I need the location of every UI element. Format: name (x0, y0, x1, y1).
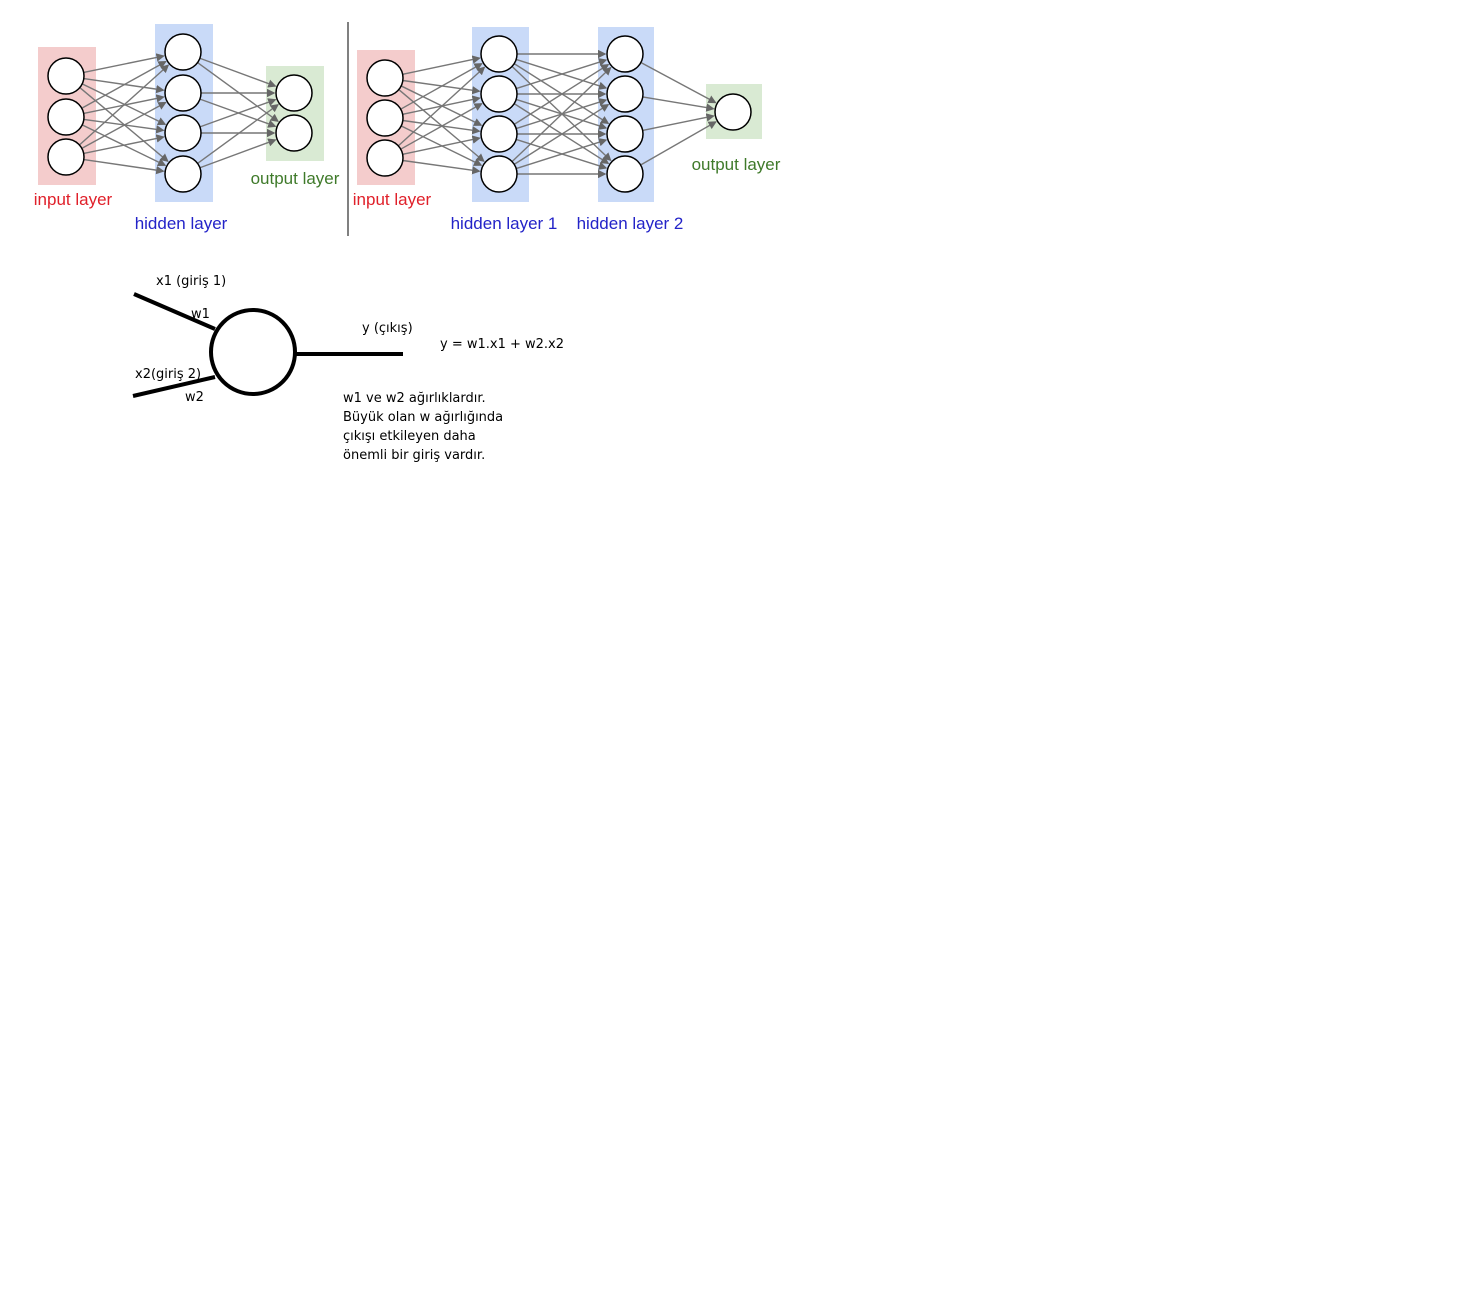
connection-edge (400, 103, 483, 150)
network-two-hidden-layers: input layer hidden layer 1 hidden layer 2 o… (353, 27, 781, 233)
hidden-node (480, 155, 518, 193)
input-node (47, 57, 85, 95)
input-node (47, 138, 85, 176)
input1-label: x1 (giriş 1) (156, 274, 226, 289)
hidden-layer-label: hidden layer (135, 214, 228, 233)
hidden-node (164, 74, 202, 112)
output-node (714, 93, 752, 131)
connection-edge (402, 55, 481, 75)
hidden-node (606, 155, 644, 193)
connection-edge (513, 63, 610, 125)
network-one-hidden-layer: input layer hidden layer output layer (34, 24, 340, 233)
neuron-node (209, 308, 297, 396)
connection-edge (83, 53, 165, 74)
connection-edge (83, 134, 165, 155)
input-layer-label: input layer (353, 190, 432, 209)
connection-edge (640, 61, 717, 104)
input-node (366, 99, 404, 137)
connection-edge (515, 138, 608, 170)
connection-edge (400, 63, 483, 110)
connection-edge (402, 159, 481, 175)
input-node (47, 98, 85, 136)
weight2-label: w2 (185, 390, 204, 405)
connection-edge (511, 66, 612, 163)
input-node (366, 59, 404, 97)
connection-edge (402, 135, 481, 155)
connection-edge (642, 96, 715, 112)
connection-edge (640, 121, 717, 166)
connection-edge (83, 158, 165, 175)
connection-edge (515, 58, 608, 90)
hidden-node (606, 35, 644, 73)
hidden-node (164, 33, 202, 71)
weight1-label: w1 (191, 307, 210, 322)
input-layer-label: input layer (34, 190, 113, 209)
hidden-node (606, 75, 644, 113)
connection-edge (199, 98, 277, 128)
hidden-node (480, 115, 518, 153)
hidden-node (480, 35, 518, 73)
hidden-layer-label: hidden layer 2 (577, 214, 684, 233)
connection-edge (197, 103, 279, 164)
note-line: önemli bir giriş vardır. (343, 448, 485, 463)
input2-line (132, 375, 216, 398)
hidden-node (164, 155, 202, 193)
output-layer-label: output layer (251, 169, 340, 188)
output-label: y (çıkış) (362, 321, 413, 336)
note-line: Büyük olan w ağırlığında (343, 410, 503, 425)
connection-edge (81, 101, 167, 149)
hidden-node (606, 115, 644, 153)
input-node (366, 139, 404, 177)
connection-edge (642, 113, 715, 132)
hidden-node (480, 75, 518, 113)
hidden-layer-label: hidden layer 1 (451, 214, 558, 233)
note-line: çıkışı etkileyen daha (343, 429, 476, 444)
output-node (275, 74, 313, 112)
output-node (275, 114, 313, 152)
input1-line (133, 292, 216, 331)
connection-edge (197, 62, 279, 123)
connection-edge (78, 64, 170, 146)
input2-label: x2(giriş 2) (135, 367, 201, 382)
connection-edge (81, 83, 167, 125)
hidden-node (164, 114, 202, 152)
note-line: w1 ve w2 ağırlıklardır. (343, 391, 486, 406)
formula: y = w1.x1 + w2.x2 (440, 337, 564, 352)
connection-edge (81, 61, 167, 109)
single-neuron-sketch: x1 (giriş 1) w1 x2(giriş 2) w2 y (çıkış)… (132, 274, 564, 463)
connection-edge (397, 66, 486, 147)
connection-edge (513, 103, 610, 165)
connection-edge (199, 138, 277, 169)
output-layer-label: output layer (692, 155, 781, 174)
connection-edge (199, 57, 277, 88)
